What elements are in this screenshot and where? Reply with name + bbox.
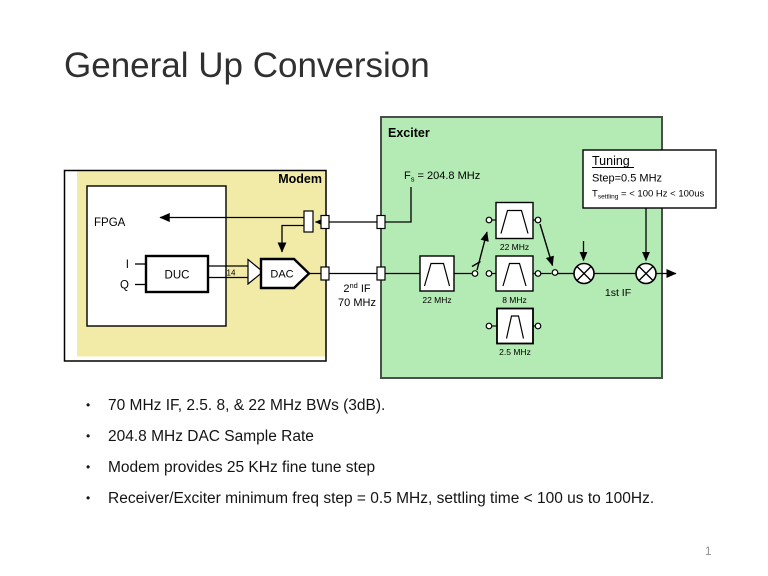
bullet-marker: •	[86, 398, 91, 412]
sample-rate-label: Fs = 204.8 MHz	[404, 170, 480, 184]
q-label: Q	[120, 280, 129, 292]
bullet-marker: •	[86, 429, 91, 443]
dac-shape	[259, 257, 311, 290]
modem-edge-connector-bottom	[320, 266, 330, 281]
exciter-edge-connector-top	[376, 214, 386, 230]
bandpass-symbol	[502, 262, 527, 287]
tuning-box	[582, 149, 717, 209]
bullet-list: • 70 MHz IF, 2.5. 8, & 22 MHz BWs (3dB).…	[86, 397, 706, 521]
modem-clock-connector	[303, 210, 314, 233]
node	[485, 322, 493, 330]
filter-22mhz-input-label: 22 MHz	[422, 295, 451, 305]
bullet-text: 204.8 MHz DAC Sample Rate	[108, 428, 314, 445]
bullet-item: • Receiver/Exciter minimum freq step = 0…	[86, 490, 706, 507]
bandpass-symbol	[423, 262, 451, 287]
bus-width-label: 14	[227, 269, 236, 278]
bullet-marker: •	[86, 460, 91, 474]
bullet-text: 70 MHz IF, 2.5. 8, & 22 MHz BWs (3dB).	[108, 397, 386, 414]
mixer2-x	[638, 266, 654, 281]
bullet-item: • Modem provides 25 KHz fine tune step	[86, 459, 706, 476]
filter-22mhz-box	[495, 201, 534, 240]
filter-8mhz-label: 8 MHz	[502, 295, 527, 305]
node	[485, 216, 493, 224]
merge-arrow	[539, 223, 554, 267]
bullet-marker: •	[86, 491, 91, 505]
modem-edge-connector-top	[320, 214, 330, 230]
modem-outer-frame	[63, 169, 327, 362]
bullet-text: Modem provides 25 KHz fine tune step	[108, 459, 376, 476]
page-number: 1	[705, 546, 712, 558]
switch-wiper-arrow	[476, 231, 489, 271]
node	[534, 270, 542, 277]
exciter-edge-connector-bottom	[376, 266, 386, 281]
node	[534, 216, 542, 224]
dac-label: DAC	[270, 269, 293, 281]
filter-8mhz-box	[495, 255, 534, 292]
i-label: I	[126, 259, 129, 271]
bullet-item: • 70 MHz IF, 2.5. 8, & 22 MHz BWs (3dB).	[86, 397, 706, 414]
bullet-item: • 204.8 MHz DAC Sample Rate	[86, 428, 706, 445]
modem-label: Modem	[278, 172, 322, 186]
switch-node	[471, 270, 479, 277]
bandpass-symbol	[500, 209, 529, 234]
tuning-step-label: Step=0.5 MHz	[592, 173, 662, 185]
node	[534, 322, 542, 330]
bandpass-symbol	[505, 315, 525, 339]
filter-2p5mhz-box	[496, 307, 534, 345]
tuning-settling-label: Tsettling = < 100 Hz < 100us	[592, 189, 704, 201]
exciter-label: Exciter	[388, 126, 430, 140]
duc-box	[144, 254, 210, 294]
clock-line	[314, 187, 412, 227]
filter-22mhz-label: 22 MHz	[500, 242, 529, 252]
second-if-label: 2nd IF	[343, 281, 371, 295]
node	[485, 270, 493, 277]
bus-arrowhead	[247, 258, 264, 286]
second-if-freq-label: 70 MHz	[338, 297, 376, 309]
slide-title: General Up Conversion	[64, 46, 430, 85]
tuning-title: Tuning	[592, 154, 630, 168]
dac-clock-arrow	[277, 224, 304, 253]
mixer1-x	[576, 266, 592, 281]
duc-label: DUC	[165, 270, 190, 282]
filter-2p5mhz-label: 2.5 MHz	[499, 347, 531, 357]
first-if-label: 1st IF	[605, 287, 631, 299]
switch-tick	[471, 260, 481, 268]
bullet-text: Receiver/Exciter minimum freq step = 0.5…	[108, 490, 655, 507]
merge-node	[551, 269, 559, 276]
fpga-label: FPGA	[94, 217, 126, 229]
